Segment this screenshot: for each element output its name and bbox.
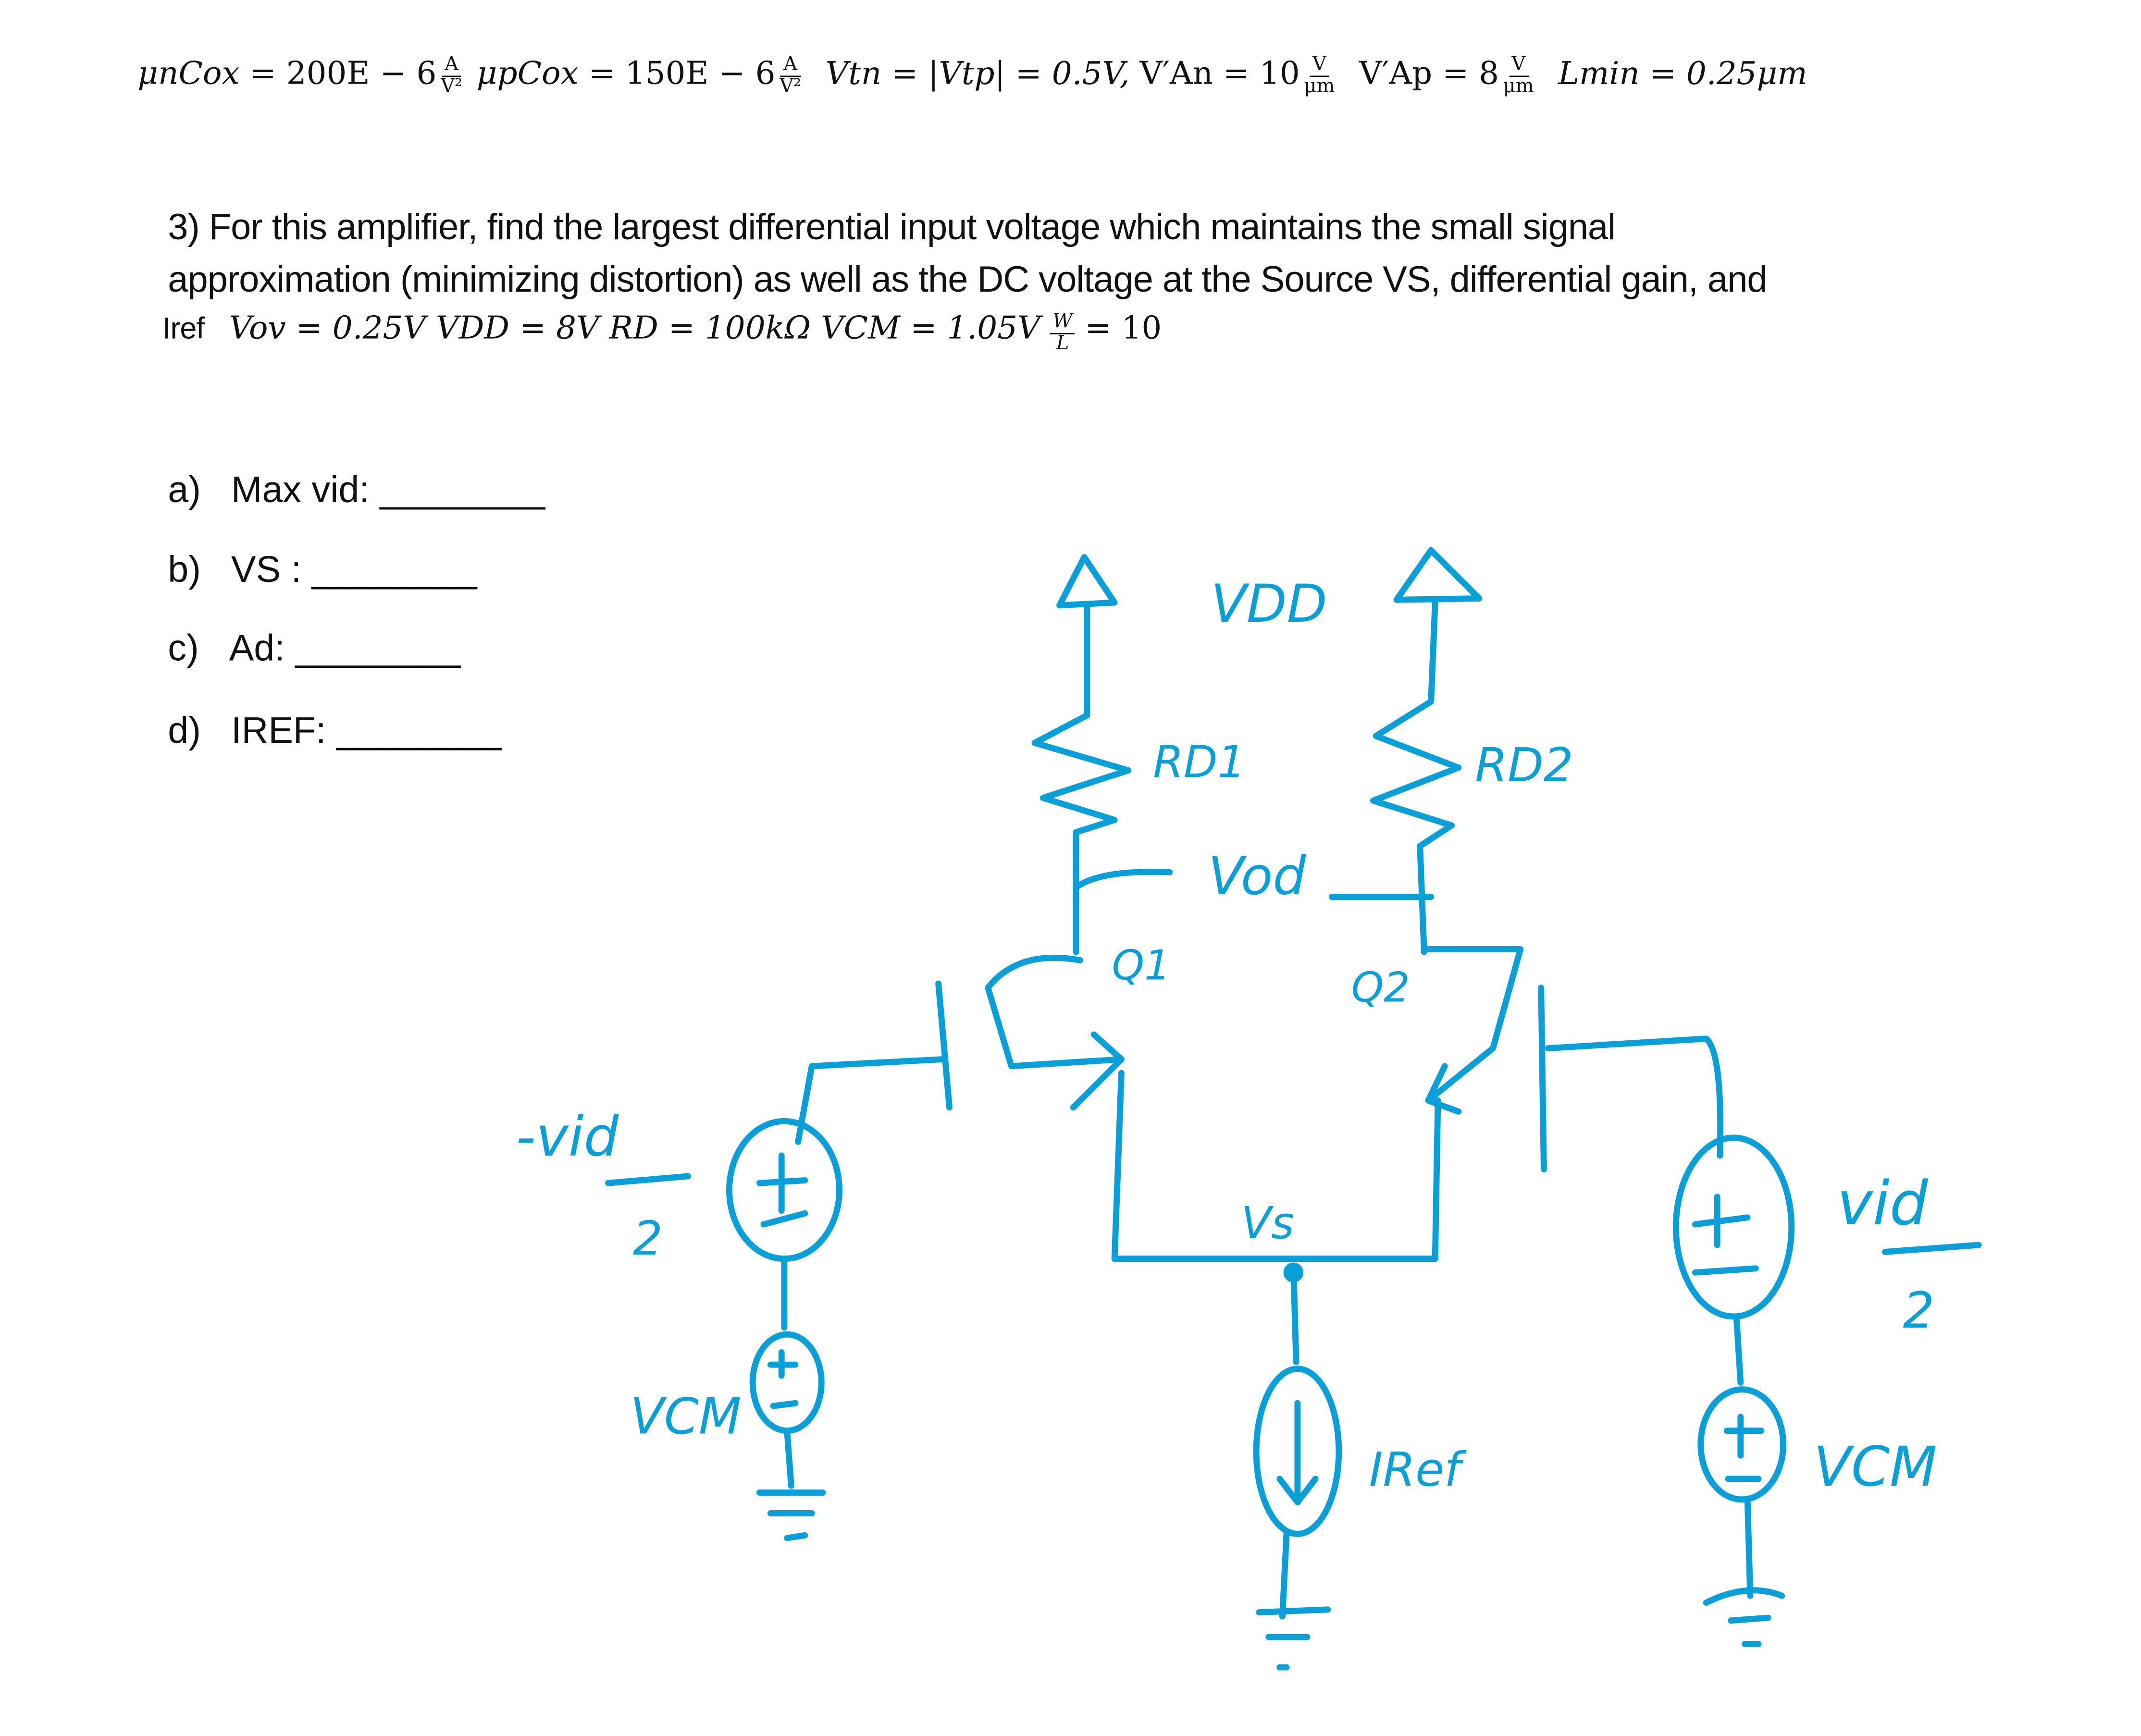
left-two-label: 2 — [633, 1211, 663, 1266]
answer-blank[interactable]: ________ — [336, 710, 502, 751]
problem-params: Vov = 0.25V VDD = 8V RD = 100kΩ VCM = 1.… — [229, 311, 1040, 347]
problem-line-1: 3) For this amplifier, find the largest … — [168, 206, 1616, 248]
q1-transistor — [985, 954, 1125, 1262]
iref-current-source — [1253, 1366, 1342, 1537]
w-over-l-value: = 10 — [1085, 311, 1162, 347]
q2-label: Q2 — [1351, 963, 1410, 1011]
q2-transistor — [1421, 946, 1524, 1262]
answer-a: a)Max vid: ________ — [168, 469, 545, 511]
left-vcm-label: VCM — [630, 1388, 741, 1445]
right-vcm-source — [1697, 1386, 1787, 1503]
resistor-rd2 — [1370, 698, 1462, 955]
left-vcm-source — [749, 1331, 825, 1434]
answer-c: c)Ad: ________ — [168, 627, 461, 669]
q2-gate — [1538, 985, 1724, 1173]
q1-label: Q1 — [1112, 942, 1170, 990]
iref-label: Iref — [162, 311, 205, 345]
vdd-label: VDD — [1211, 573, 1327, 634]
rd2-label: RD2 — [1475, 738, 1573, 792]
answer-b: b)VS : ________ — [168, 549, 477, 591]
problem-line-3: Iref Vov = 0.25V VDD = 8V RD = 100kΩ VCM… — [162, 311, 1162, 354]
right-vid-fraction-bar — [1882, 1242, 1982, 1255]
iref-ground — [1256, 1530, 1331, 1671]
iref-label: IRef — [1369, 1442, 1467, 1497]
vs-node — [1283, 1262, 1304, 1283]
answer-blank[interactable]: ________ — [311, 549, 477, 591]
rd1-label: RD1 — [1153, 737, 1245, 788]
left-vid-label: -vid — [516, 1105, 619, 1169]
q1-gate — [795, 980, 953, 1145]
vod-label: Vod — [1208, 846, 1307, 907]
min-length: Lmin = 0.25μm — [1558, 56, 1807, 93]
right-vid-source — [1672, 1134, 1795, 1320]
threshold-voltage: Vtn = |Vtp| = 0.5V, — [825, 56, 1130, 93]
resistor-rd1 — [1031, 712, 1132, 955]
problem-line-2: approximation (minimizing distortion) as… — [168, 259, 1767, 300]
right-vid-label: vid — [1837, 1168, 1929, 1239]
left-vid-source — [726, 1118, 842, 1262]
left-ground — [756, 1428, 826, 1541]
vs-label: Vs — [1241, 1197, 1294, 1249]
iref-arrow-icon — [1276, 1400, 1319, 1505]
vdd-arrow-right — [1393, 547, 1483, 705]
right-two-label: 2 — [1903, 1282, 1935, 1340]
answer-blank[interactable]: ________ — [380, 469, 545, 511]
source-node-wire — [1111, 1256, 1438, 1365]
vod-wire-left — [1073, 869, 1173, 891]
left-vid-fraction-bar — [605, 1173, 691, 1186]
answer-blank[interactable]: ________ — [295, 627, 461, 669]
vdd-arrow-left — [1056, 554, 1118, 719]
right-ground — [1703, 1496, 1785, 1647]
answer-d: d)IREF: ________ — [168, 710, 502, 751]
right-vcm-label: VCM — [1814, 1435, 1937, 1499]
